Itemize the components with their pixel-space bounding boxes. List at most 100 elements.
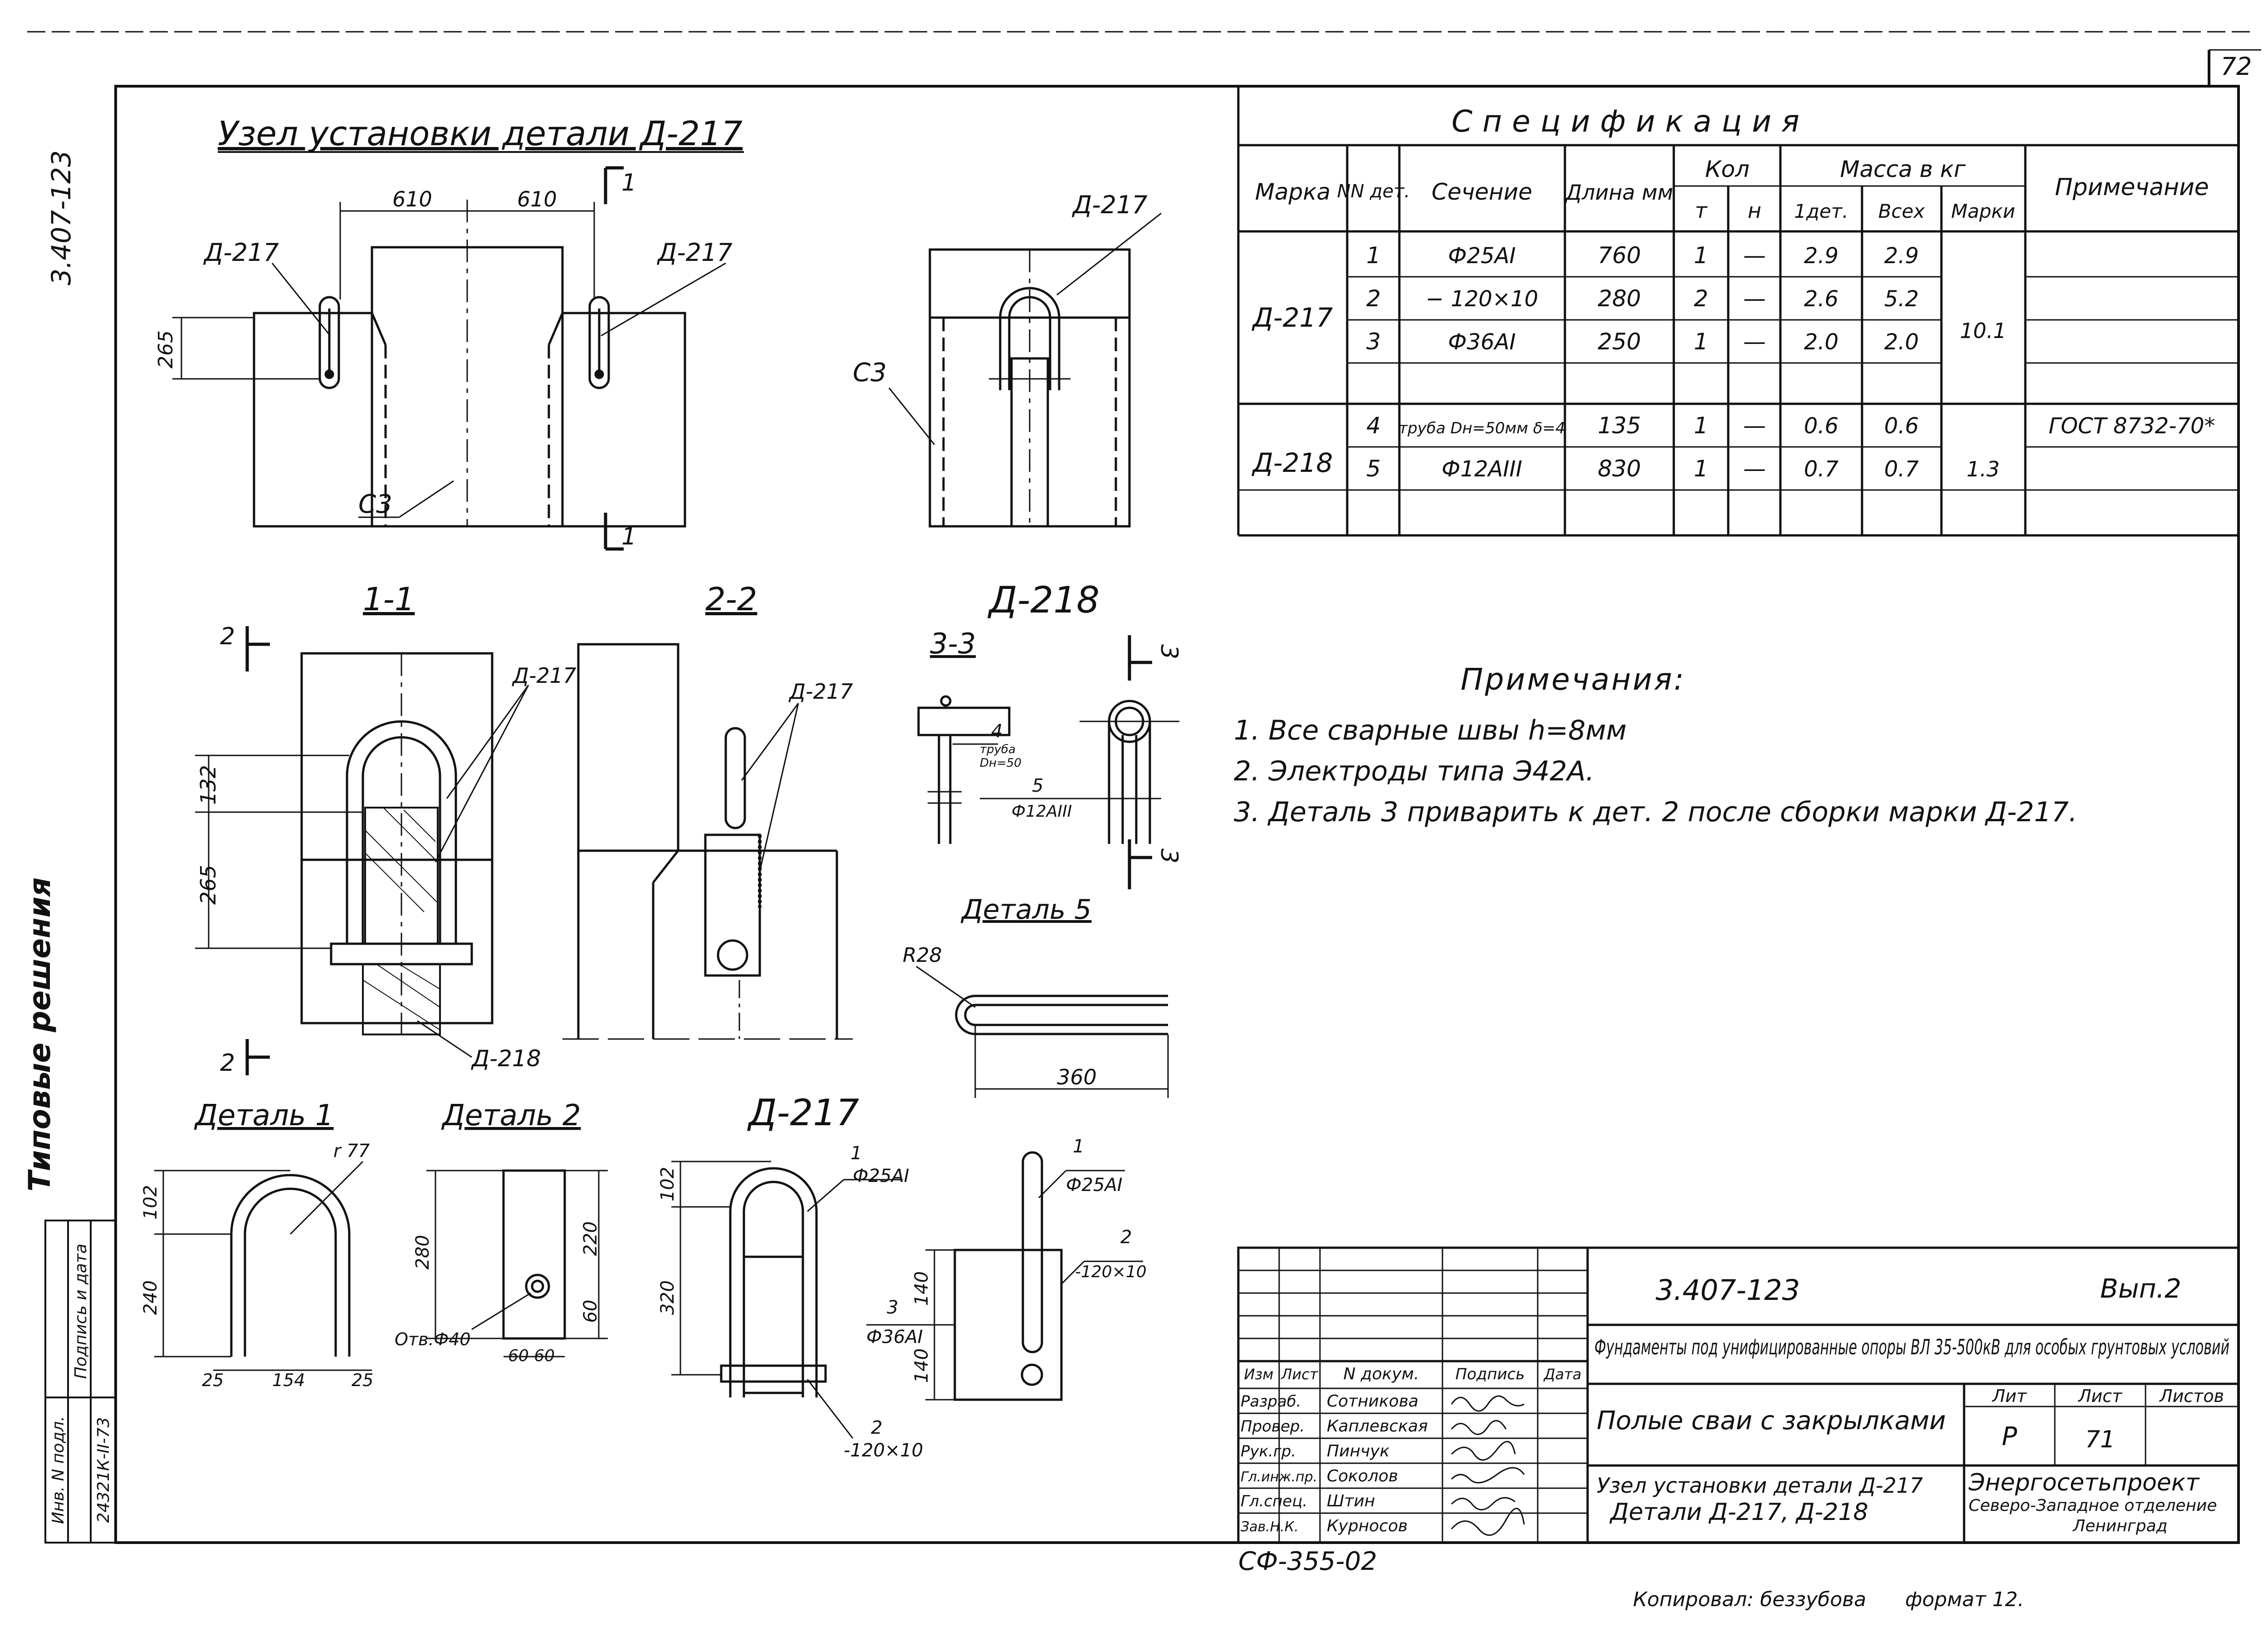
tb-hdr-list: Лист <box>1281 1366 1318 1383</box>
copied-by: Копировал: беззубова <box>1633 1588 1866 1611</box>
cell-t: 2 <box>1694 285 1708 312</box>
cell-n: 3 <box>1366 328 1381 355</box>
cell-length: 830 <box>1598 456 1641 482</box>
cell-t: 1 <box>1694 412 1708 439</box>
tb-sign-row: Рук.гр. Пинчук <box>1241 1442 1390 1461</box>
label-d217-side: Д-217 <box>1072 191 1148 219</box>
hole-note: Отв.Ф40 <box>395 1329 471 1349</box>
tb-signatures: Разраб. Сотникова Провер. Каплевская Рук… <box>1241 1392 1525 1536</box>
inventory-block <box>44 1220 117 1544</box>
cell-n2: — <box>1743 242 1766 269</box>
dim-265-main: 265 <box>154 330 177 368</box>
tb-lit-value: Р <box>2002 1422 2017 1451</box>
spec-mark-mass: 10.1 <box>1960 319 2006 343</box>
dim-610-right: 610 <box>517 187 557 211</box>
r28-label: R28 <box>903 944 942 967</box>
dim-240: 240 <box>140 1280 161 1315</box>
callout-1-note-d217: Ф25АI <box>853 1166 909 1186</box>
tb-name: Курносов <box>1327 1517 1408 1535</box>
hdr-mass-mark: Марки <box>1951 200 2015 222</box>
d218-title: Д-218 <box>987 579 1100 621</box>
cell-section: − 120×10 <box>1426 286 1538 312</box>
label-s3-main: С3 <box>358 490 392 519</box>
dim-154: 154 <box>272 1370 305 1390</box>
hdr-length: Длина мм <box>1564 180 1673 205</box>
tb-role: Провер. <box>1241 1417 1305 1436</box>
cell-n2: — <box>1743 285 1766 312</box>
dim-25-left: 25 <box>202 1370 224 1390</box>
cut-mark-top: 1 <box>621 169 636 196</box>
hdr-qty: Кол <box>1705 156 1750 182</box>
hdr-nn: NN дет. <box>1337 181 1410 202</box>
side-code: 3.407-123 <box>46 150 77 285</box>
spec-row: 2 − 120×10 280 2 — 2.6 5.2 <box>1366 285 1919 312</box>
sheet-frame <box>27 31 2261 1544</box>
sf-code: СФ-355-02 <box>1238 1547 1377 1576</box>
label-d218-section: Д-218 <box>471 1045 541 1072</box>
detail5-view <box>916 966 1169 1098</box>
tb-org-2: Северо-Западное отделение <box>1969 1496 2217 1515</box>
part4-note2: Dн=50 <box>980 756 1022 770</box>
dim-265-section: 265 <box>196 865 220 905</box>
notes-title: Примечания: <box>1461 662 1686 697</box>
tb-description: Фундаменты под унифицированные опоры ВЛ … <box>1594 1335 2229 1359</box>
tb-sign-row: Гл.спец. Штин <box>1241 1492 1375 1510</box>
dim-360: 360 <box>1057 1065 1097 1089</box>
cell-mall: 0.6 <box>1884 413 1919 439</box>
spec-header: Марка NN дет. Сечение Длина мм Кол т н М… <box>1255 156 2209 223</box>
title-block-grid <box>1237 1246 2240 1544</box>
tb-hdr-izm: Изм <box>1244 1366 1273 1383</box>
tb-code: 3.407-123 <box>1656 1274 1800 1307</box>
spec-row: 3 Ф36АI 250 1 — 2.0 2.0 <box>1366 328 1919 355</box>
label-s3-side: С3 <box>853 358 887 387</box>
tb-issue: Вып.2 <box>2100 1273 2181 1304</box>
spec-row: 5 Ф12АIII 830 1 — 0.7 0.7 <box>1366 456 1919 482</box>
d217-side-view <box>866 1151 1143 1401</box>
cell-mall: 5.2 <box>1884 286 1919 312</box>
tb-name: Соколов <box>1327 1467 1398 1485</box>
tb-col-headers: Изм Лист N докум. Подпись Дата <box>1244 1365 1581 1383</box>
cell-section: труба Dн=50мм δ=4 <box>1398 419 1565 437</box>
dim-320: 320 <box>657 1280 678 1315</box>
cell-mall: 2.9 <box>1884 243 1919 269</box>
cell-m1: 0.7 <box>1804 456 1839 482</box>
tb-doc-title: Полые сваи с закрылками <box>1597 1406 1946 1436</box>
tb-sign-row: Зав.Н.К. Курносов <box>1241 1517 1408 1535</box>
cell-length: 760 <box>1598 242 1641 269</box>
tb-hdr-date: Дата <box>1543 1366 1582 1383</box>
callout-1-side: 1 <box>1073 1136 1084 1157</box>
detail1-view <box>154 1161 372 1371</box>
dim-60: 60 <box>580 1300 601 1323</box>
hdr-section: Сечение <box>1432 179 1532 205</box>
spec-row: 1 Ф25АI 760 1 — 2.9 2.9 <box>1366 242 1919 269</box>
tb-role: Зав.Н.К. <box>1241 1519 1299 1535</box>
side-view <box>888 212 1162 528</box>
tb-sign-row: Провер. Каплевская <box>1241 1417 1428 1436</box>
tb-subtitle-1: Узел установки детали Д-217 <box>1597 1473 1923 1498</box>
hdr-mass-all: Всех <box>1878 200 1926 222</box>
d217-detail-view <box>671 1161 903 1439</box>
callout-2-note-side: -120×10 <box>1075 1263 1147 1281</box>
part4-label: 4 <box>991 721 1002 742</box>
tb-role: Гл.инж.пр. <box>1241 1469 1317 1485</box>
hdr-qty-t: т <box>1695 198 1708 223</box>
section-22-view <box>562 643 853 1040</box>
tb-sheets-header: Листов <box>2159 1386 2224 1406</box>
spec-marka: Д-217 <box>1251 302 1333 333</box>
cell-section: Ф12АIII <box>1442 456 1522 482</box>
tb-name: Каплевская <box>1327 1417 1428 1436</box>
cell-n2: — <box>1743 328 1766 355</box>
callout-1-d217: 1 <box>850 1143 862 1164</box>
tb-name: Пинчук <box>1327 1442 1390 1461</box>
tb-org-3: Ленинград <box>2072 1517 2167 1535</box>
callout-3-side: 3 <box>887 1297 898 1318</box>
dim-140-bottom: 140 <box>911 1348 932 1383</box>
cell-m1: 2.0 <box>1804 329 1838 355</box>
tb-sheet-value: 71 <box>2085 1426 2115 1453</box>
detail1-title: Деталь 1 <box>194 1099 334 1132</box>
tb-hdr-sign: Подпись <box>1456 1365 1525 1383</box>
page-number: 72 <box>2221 52 2252 81</box>
d218-view <box>917 635 1179 889</box>
cell-n: 1 <box>1366 242 1381 269</box>
